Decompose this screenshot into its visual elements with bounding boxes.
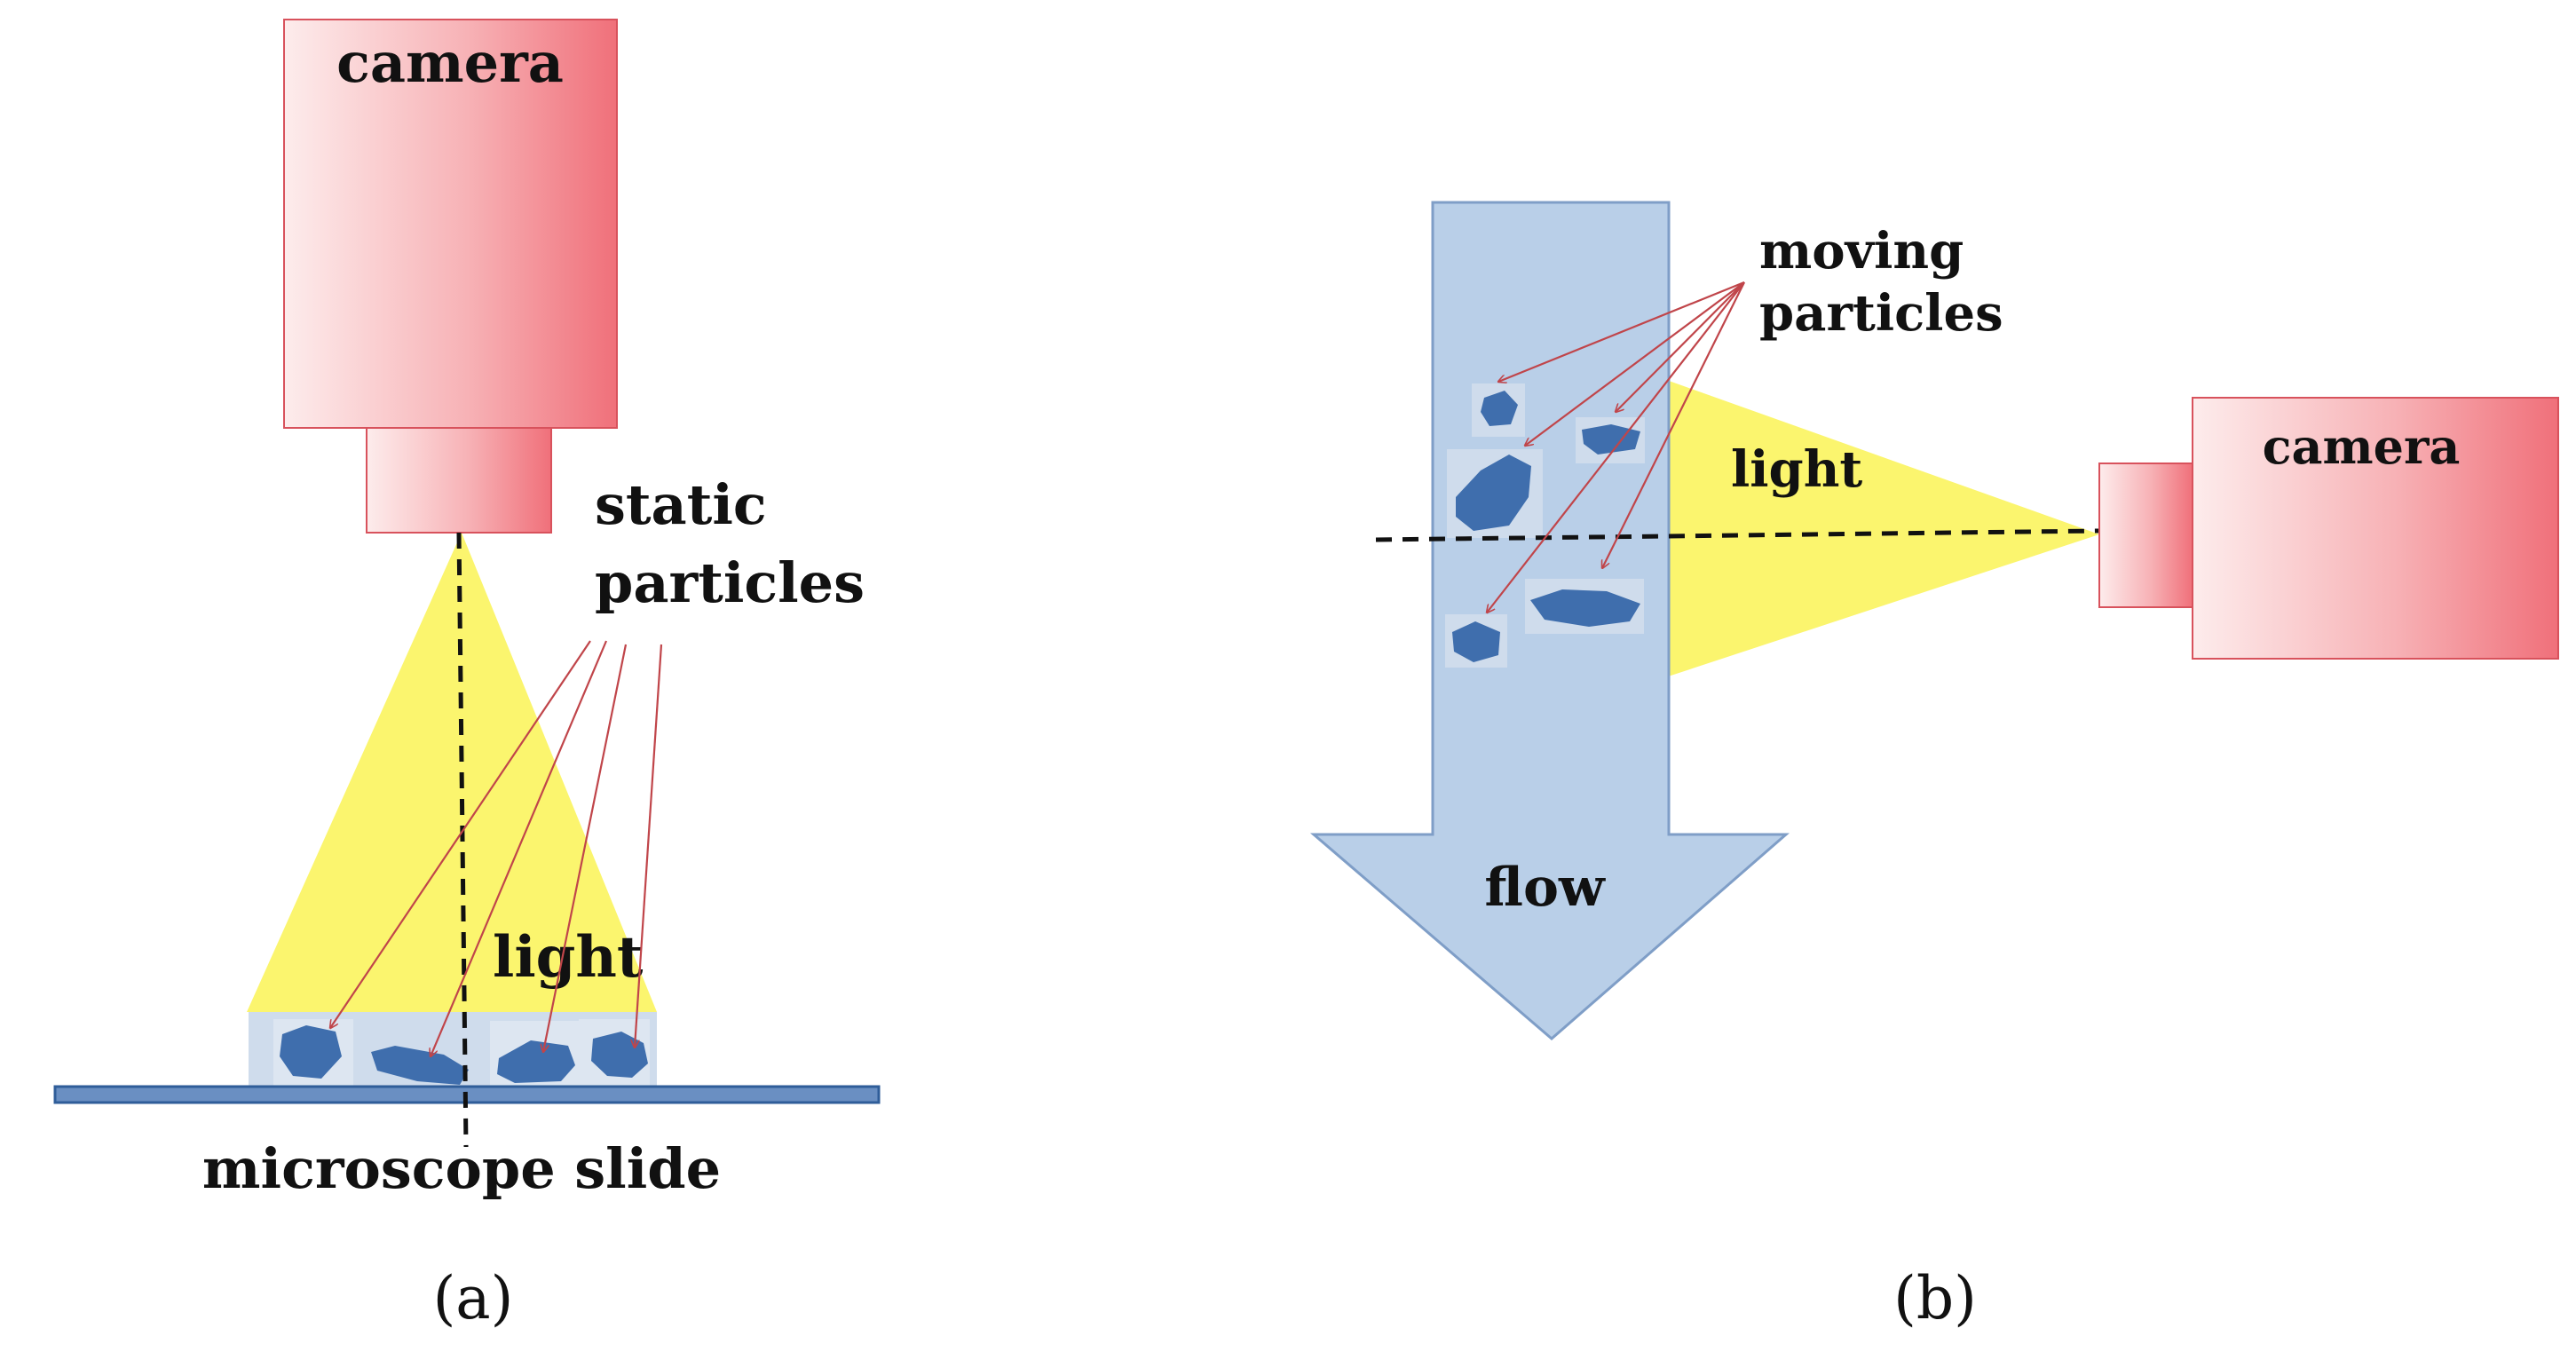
microscope-slide-label: microscope slide (202, 1136, 721, 1201)
static-particles (249, 1012, 657, 1087)
particle (1456, 455, 1531, 531)
panel-b: flow camera light moving particles (1309, 201, 2559, 1332)
moving-particles-label: moving (1759, 222, 1964, 281)
caption-a: (a) (433, 1264, 514, 1332)
camera-lens-b (2098, 463, 2193, 608)
pointer-arrow (330, 640, 591, 1028)
particle (1530, 589, 1640, 627)
flow-label: flow (1484, 857, 1606, 919)
camera-body-b (2192, 397, 2559, 660)
particle (1452, 621, 1500, 662)
pointer-arrow (1487, 281, 1745, 613)
pointer-arrows-a (330, 640, 663, 1056)
particle (497, 1040, 575, 1083)
static-particles-label: particles (595, 550, 865, 615)
moving-particles-label: particles (1759, 284, 2003, 343)
pointer-arrow (635, 644, 663, 1048)
particle (1481, 391, 1518, 426)
light-beam-a (247, 533, 657, 1012)
light-label-a: light (493, 924, 644, 991)
pointer-arrow (1525, 281, 1745, 446)
pointer-arrow (1616, 281, 1745, 412)
static-particles-label: static (595, 472, 767, 537)
pointer-arrow (431, 640, 608, 1056)
pointer-arrows-b (1487, 281, 1745, 613)
particle (280, 1025, 342, 1079)
camera-label-a: camera (336, 30, 564, 95)
panel-a: camera static particles light microscope… (53, 19, 881, 1332)
light-label-b: light (1731, 440, 1862, 499)
optical-axis-b (1375, 528, 2100, 542)
pointer-arrow (543, 644, 628, 1052)
light-beam-b (1647, 373, 2099, 684)
particle (371, 1046, 469, 1085)
optical-axis-a (456, 532, 469, 1148)
particle (1582, 424, 1640, 455)
camera-label-b: camera (2263, 418, 2461, 475)
camera-lens-a (366, 427, 552, 534)
pointer-arrow (1498, 281, 1745, 382)
caption-b: (b) (1893, 1264, 1977, 1332)
pointer-arrow (1602, 281, 1745, 568)
